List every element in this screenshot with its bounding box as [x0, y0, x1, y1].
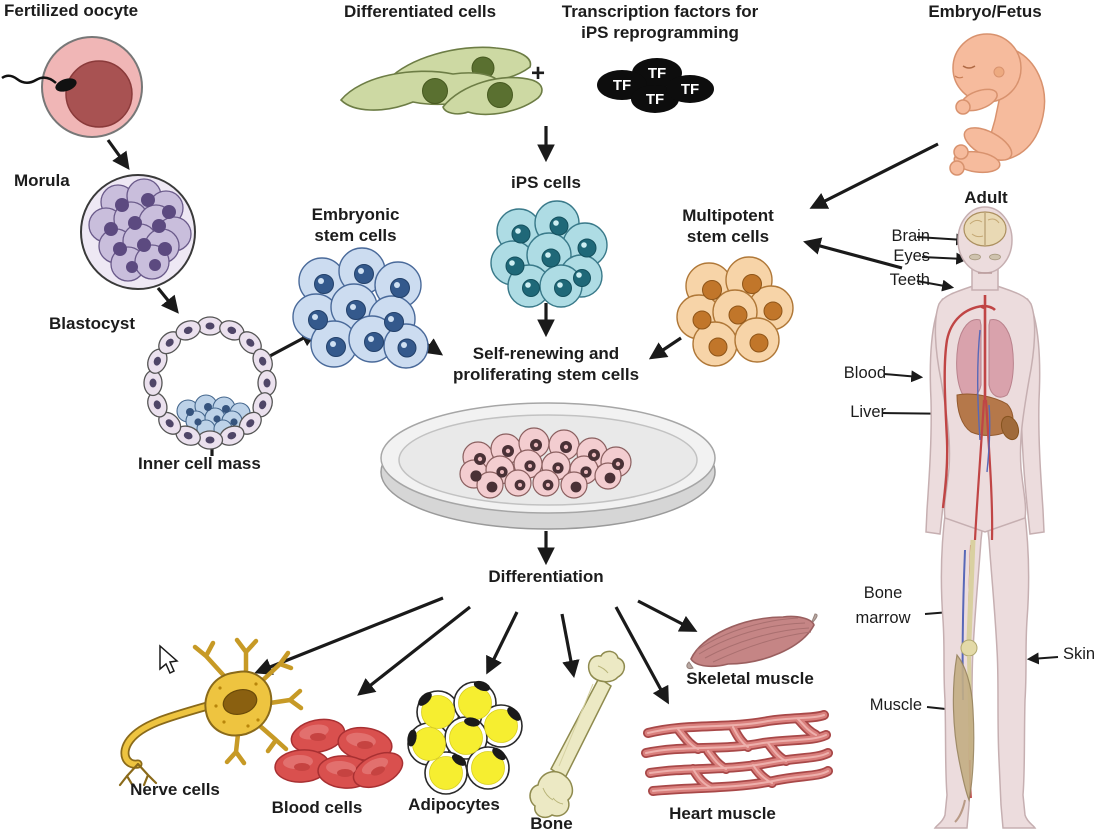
dish-cells [459, 427, 632, 499]
arrow-label-brain [916, 233, 969, 246]
liver-label: Liver [850, 403, 886, 421]
arrow-fetus-to-multipotent [809, 142, 939, 209]
arrow-diff-to-adipocytes [486, 611, 519, 675]
arrow-diff-to-skeletal [637, 599, 698, 632]
adipocytes-illustration [407, 680, 523, 795]
arrow-diff-to-heart [614, 606, 669, 705]
arrow-label-skin [1026, 652, 1059, 665]
blood-cells-label: Blood cells [271, 798, 363, 817]
blood-cells-illustration [274, 718, 404, 789]
eyes-label: Eyes [893, 247, 930, 265]
self-renewing-label: Self-renewing and proliferating stem cel… [452, 344, 640, 385]
nerve-cells-illustration [118, 637, 304, 788]
fetus-illustration [949, 33, 1046, 176]
muscle-label: Muscle [869, 696, 922, 714]
brain-label: Brain [891, 227, 930, 245]
mouse-cursor-icon [159, 644, 179, 675]
bone-label: Bone [530, 814, 573, 833]
morula-illustration [80, 174, 196, 290]
plus-sign: + [531, 60, 546, 87]
arrow-morula-to-blastocyst [156, 286, 179, 314]
ips-cells-label: iPS cells [511, 173, 581, 192]
fertilized-oocyte-illustration [1, 36, 143, 138]
differentiated-cells-illustration [339, 46, 543, 116]
inner-cell-mass-label: Inner cell mass [138, 454, 261, 473]
eye-icon [969, 253, 981, 261]
blastocyst-illustration [143, 316, 277, 450]
multipotent-stem-cells-label: Multipotent stem cells [682, 206, 774, 247]
embryonic-stem-cells-illustration [292, 247, 429, 369]
differentiated-cells-label: Differentiated cells [344, 2, 497, 21]
embryonic-stem-cells-label: Embryonic stem cells [311, 205, 400, 246]
adipocytes-label: Adipocytes [408, 795, 500, 814]
transcription-factors-label: Transcription factors for iPS reprogramm… [561, 2, 759, 43]
arrow-multipotent-to-dish [648, 336, 682, 360]
arrow-diff-to-blood [357, 605, 471, 696]
tf-label: TF [646, 91, 664, 108]
lungs-illustration [956, 319, 1014, 398]
leg-anatomy-illustration [952, 539, 978, 823]
eye-icon [989, 253, 1001, 261]
petri-dish-illustration [380, 402, 716, 530]
tf-label: TF [681, 81, 699, 98]
arrow-adult-to-multipotent [803, 237, 903, 270]
adult-body-illustration [925, 206, 1045, 829]
tf-label: TF [648, 65, 666, 82]
skin-label: Skin [1063, 645, 1096, 663]
morula-label: Morula [14, 171, 70, 190]
arrow-label-blood [883, 370, 924, 383]
arrow-label-teeth [916, 279, 955, 292]
skeletal-muscle-label: Skeletal muscle [686, 669, 814, 688]
nerve-cells-label: Nerve cells [130, 780, 220, 799]
arrow-oocyte-to-morula [106, 139, 130, 170]
kidney-illustration [1000, 415, 1020, 441]
heart-muscle-label: Heart muscle [669, 804, 776, 823]
heart-muscle-illustration [638, 695, 833, 810]
blood-label: Blood [843, 364, 886, 382]
teeth-label: Teeth [889, 271, 930, 289]
sperm-icon [1, 74, 77, 92]
bone-marrow-label: Bone marrow [855, 584, 911, 627]
tf-label: TF [613, 77, 631, 94]
blastocyst-label: Blastocyst [49, 314, 135, 333]
skeletal-muscle-illustration [686, 613, 818, 669]
ips-cells-illustration [490, 200, 608, 308]
brain-illustration [963, 211, 1007, 247]
transcription-factors-illustration: TF TF TF TF [597, 58, 714, 113]
differentiation-label: Differentiation [488, 567, 604, 586]
multipotent-stem-cells-illustration [676, 256, 794, 367]
arrow-label-eyes [921, 252, 969, 265]
fertilized-oocyte-label: Fertilized oocyte [4, 1, 139, 20]
adult-label: Adult [964, 188, 1008, 207]
bone-illustration [529, 650, 626, 819]
arrow-diff-to-nerve [254, 596, 444, 675]
arrow-diff-to-bone [560, 613, 580, 679]
embryo-fetus-label: Embryo/Fetus [928, 2, 1042, 21]
